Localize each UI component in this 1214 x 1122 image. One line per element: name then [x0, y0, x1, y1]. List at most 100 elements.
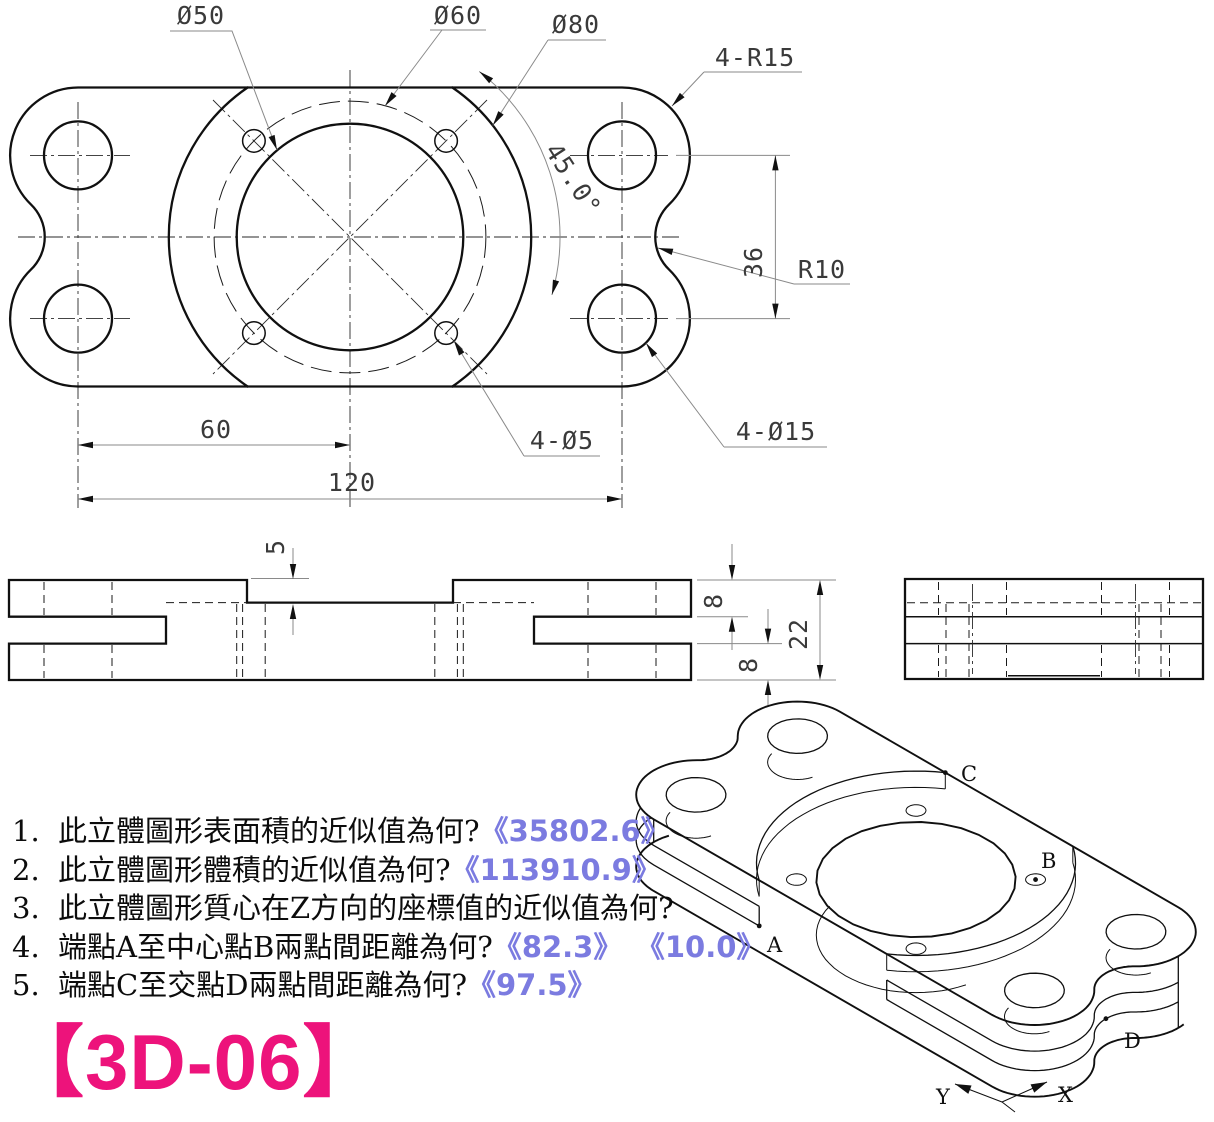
iso-corner-hole [665, 776, 727, 813]
leader-d5 [453, 340, 600, 457]
answer-value: 《10.0》 [650, 929, 766, 964]
question-text: 端點C至交點D兩點間距離為何? [58, 968, 467, 1002]
problem-tag: 【3D-06】 [6, 1018, 382, 1106]
arrowhead [728, 616, 736, 632]
axis-label-x: X [1058, 1083, 1073, 1107]
iso-corner-hole [1003, 972, 1065, 1009]
question-4: 4. 端點A至中心點B兩點間距離為何?《82.3》《10.0》 [12, 928, 765, 967]
iso-center-hole-bottom [815, 905, 967, 994]
front-view: 5 8 22 8 [7, 539, 836, 714]
iso-bottom-outline [635, 834, 1185, 1098]
iso-corner-hole-depth [665, 811, 712, 839]
dim-label-60: 60 [200, 415, 232, 444]
centerline-corner-holes-h [30, 154, 668, 320]
dim-label-36: 36 [739, 246, 768, 278]
leader-d80 [492, 39, 606, 126]
dim-label-d5: 4-Ø5 [530, 426, 594, 455]
arrowhead [479, 71, 494, 84]
axis-arrowhead [1030, 1082, 1047, 1093]
leader-r15 [671, 71, 802, 107]
dim-label-8-top: 8 [699, 593, 728, 609]
iso-center-hole [815, 821, 1017, 939]
question-text: 此立體圖形體積的近似值為何? [58, 852, 451, 887]
small-hole-d5 [434, 321, 459, 346]
iso-boss-rim [886, 846, 1077, 957]
boss-circle-d80 [167, 86, 533, 388]
small-hole-d5 [241, 321, 266, 346]
arrowhead [289, 564, 297, 579]
question-2: 2.此立體圖形體積的近似值為何?《113910.9》 [12, 851, 702, 890]
corner-hole [42, 283, 114, 354]
leader-r10 [657, 247, 850, 285]
answer-value: 《82.3》 [492, 929, 623, 964]
bolt-circle-d60 [213, 100, 487, 374]
front-outline [7, 578, 693, 682]
iso-point-dot [756, 923, 762, 929]
question-text: 端點A至中心點B兩點間距離為何? [58, 929, 493, 964]
dim-label-5: 5 [261, 539, 290, 555]
question-number: 5. [12, 968, 40, 1002]
question-3: 3. 此立體圖形質心在Z方向的座標值的近似值為何? [12, 889, 702, 928]
leader-d15 [645, 342, 827, 448]
small-hole-d5 [434, 128, 459, 153]
iso-corner-hole-depth [1105, 948, 1152, 976]
question-number: 4. [12, 929, 40, 964]
dim-label-d50: Ø50 [177, 1, 225, 30]
side-centerlines [972, 584, 1136, 674]
arrowhead [78, 441, 93, 449]
iso-small-hole [785, 873, 807, 886]
question-number: 1. [12, 814, 40, 848]
arrowhead [816, 580, 824, 595]
dim-5-lines [251, 548, 309, 635]
iso-boss-floor-edge [755, 786, 946, 897]
side-slot-edges [905, 615, 1203, 645]
arrowhead [764, 628, 772, 644]
arrowhead [772, 303, 779, 319]
iso-corner-hole [1105, 913, 1167, 950]
dim-label-d80: Ø80 [552, 10, 600, 39]
question-number: 3. [12, 891, 40, 925]
arrowhead [672, 92, 685, 106]
iso-boss-floor-edge [886, 862, 1077, 973]
iso-top-outline [635, 700, 1197, 1026]
front-hidden-corner-holes [43, 582, 657, 678]
arrowhead [764, 680, 772, 695]
dim-label-8-bottom: 8 [734, 657, 763, 673]
iso-boss-rim [755, 770, 946, 881]
dim-36 [676, 154, 790, 320]
leader-d50 [170, 30, 278, 151]
arrowhead [335, 441, 350, 449]
plate-outline [9, 86, 691, 388]
arrowhead [78, 495, 93, 503]
dim-label-d60: Ø60 [434, 1, 482, 30]
question-5: 5. 端點C至交點D兩點間距離為何?《97.5》 [12, 966, 702, 1005]
arrowhead [385, 92, 397, 106]
centerline-corner-holes-v [77, 102, 623, 508]
iso-point-dot [942, 770, 948, 776]
dim-label-22: 22 [784, 618, 813, 650]
question-1: 1. 此立體圖形表面積的近似值為何?《35802.6》 [12, 812, 702, 851]
answer-value: 《35802.6》 [479, 814, 670, 848]
question-text: 此立體圖形質心在Z方向的座標值的近似值為何? [58, 891, 674, 925]
arrowhead [646, 343, 658, 358]
corner-hole [42, 120, 114, 191]
dim-label-d15: 4-Ø15 [736, 417, 816, 446]
side-view [903, 577, 1205, 681]
iso-view [635, 700, 1197, 1113]
side-outline [903, 577, 1205, 681]
answer-value: 《113910.9》 [450, 852, 661, 887]
point-label-b: B [1041, 849, 1056, 873]
top-view: Ø50 Ø60 Ø80 4-R15 45.0° 36 R10 4-Ø15 4-Ø… [9, 1, 850, 508]
question-text: 此立體圖形表面積的近似值為何? [58, 814, 480, 848]
iso-corner-hole-depth [1003, 1007, 1050, 1035]
center-hole-d50 [235, 122, 465, 352]
leader-d60 [384, 29, 486, 107]
iso-point-dot [1103, 1016, 1109, 1022]
answer-value: 《97.5》 [467, 968, 597, 1002]
arrowhead [551, 279, 560, 295]
corner-hole [586, 283, 658, 354]
arrowhead [289, 604, 297, 619]
dim-label-r15: 4-R15 [715, 43, 795, 72]
